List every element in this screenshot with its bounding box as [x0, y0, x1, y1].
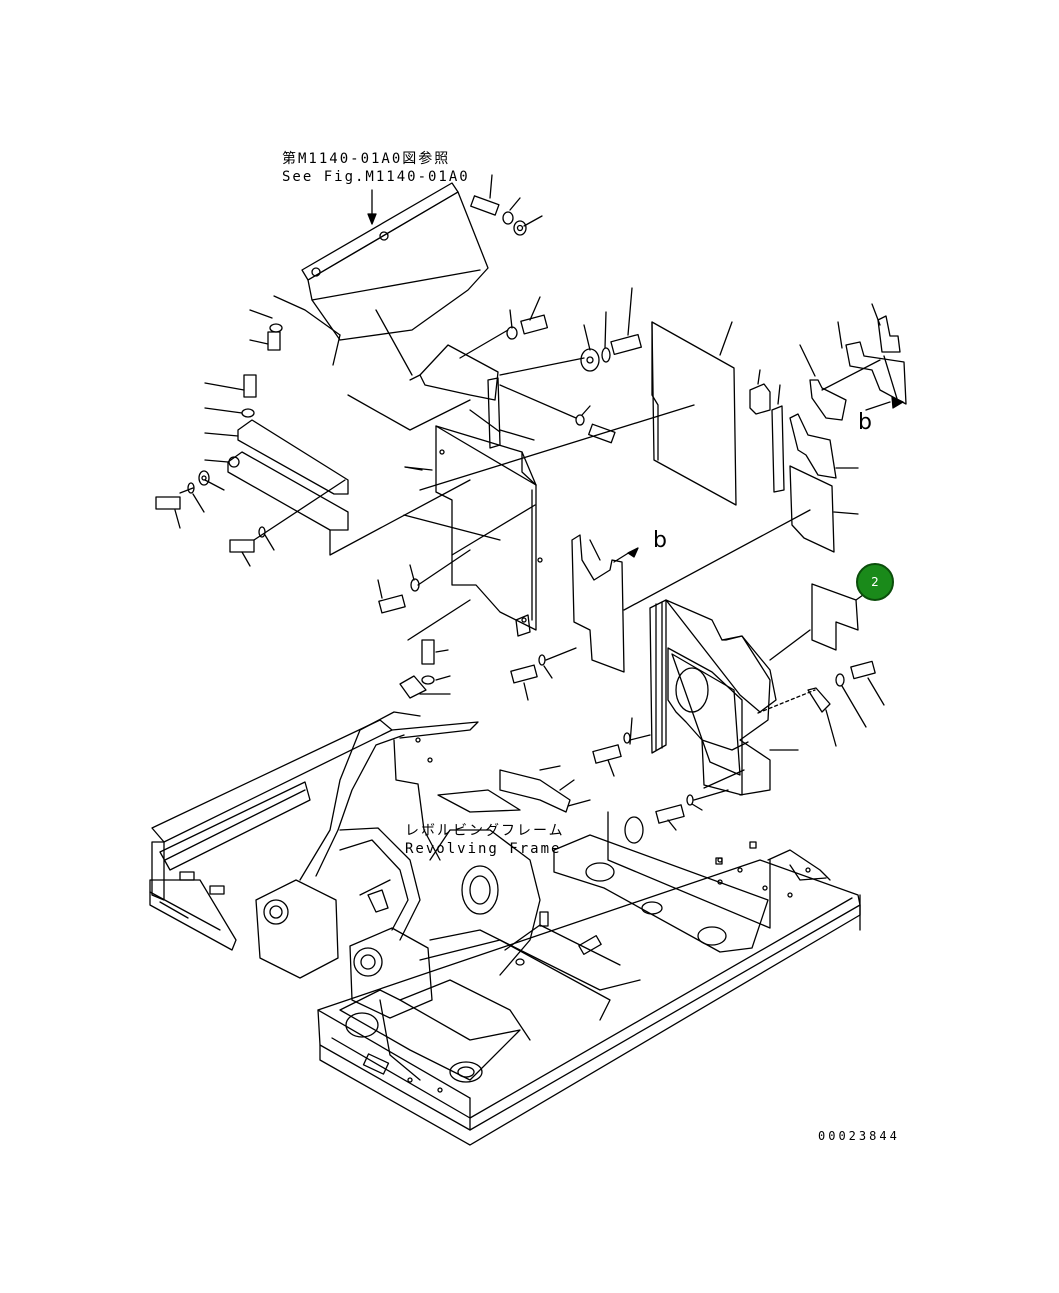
bolt-set-lower-left	[377, 549, 471, 699]
reference-note-english: See Fig.M1140-01A0	[282, 169, 470, 185]
center-mount-plate	[403, 425, 543, 637]
revolving-frame	[149, 711, 861, 1146]
leader-lines	[404, 409, 501, 471]
part-callout-2[interactable]: 2	[856, 563, 894, 601]
top-cover-bracket	[273, 182, 489, 366]
frame-label-english: Revolving Frame	[405, 841, 562, 857]
reference-note-japanese: 第M1140-01A0図参照	[282, 151, 451, 167]
bolt-set-middle	[499, 287, 642, 444]
view-marker-b-upper: b	[858, 410, 872, 435]
bolt-set-top	[470, 174, 543, 236]
frame-label-japanese: レボルビングフレーム	[405, 823, 565, 839]
view-marker-b-lower: b	[653, 528, 667, 553]
bolt-set-left	[204, 309, 283, 418]
seal-pieces-right	[749, 303, 907, 553]
side-bracket-b	[510, 509, 811, 701]
large-insulation-panel	[419, 321, 737, 506]
figure-code: 00023844	[818, 1129, 900, 1143]
lower-panel-assembly	[592, 599, 885, 831]
left-rail-plates	[155, 394, 471, 567]
